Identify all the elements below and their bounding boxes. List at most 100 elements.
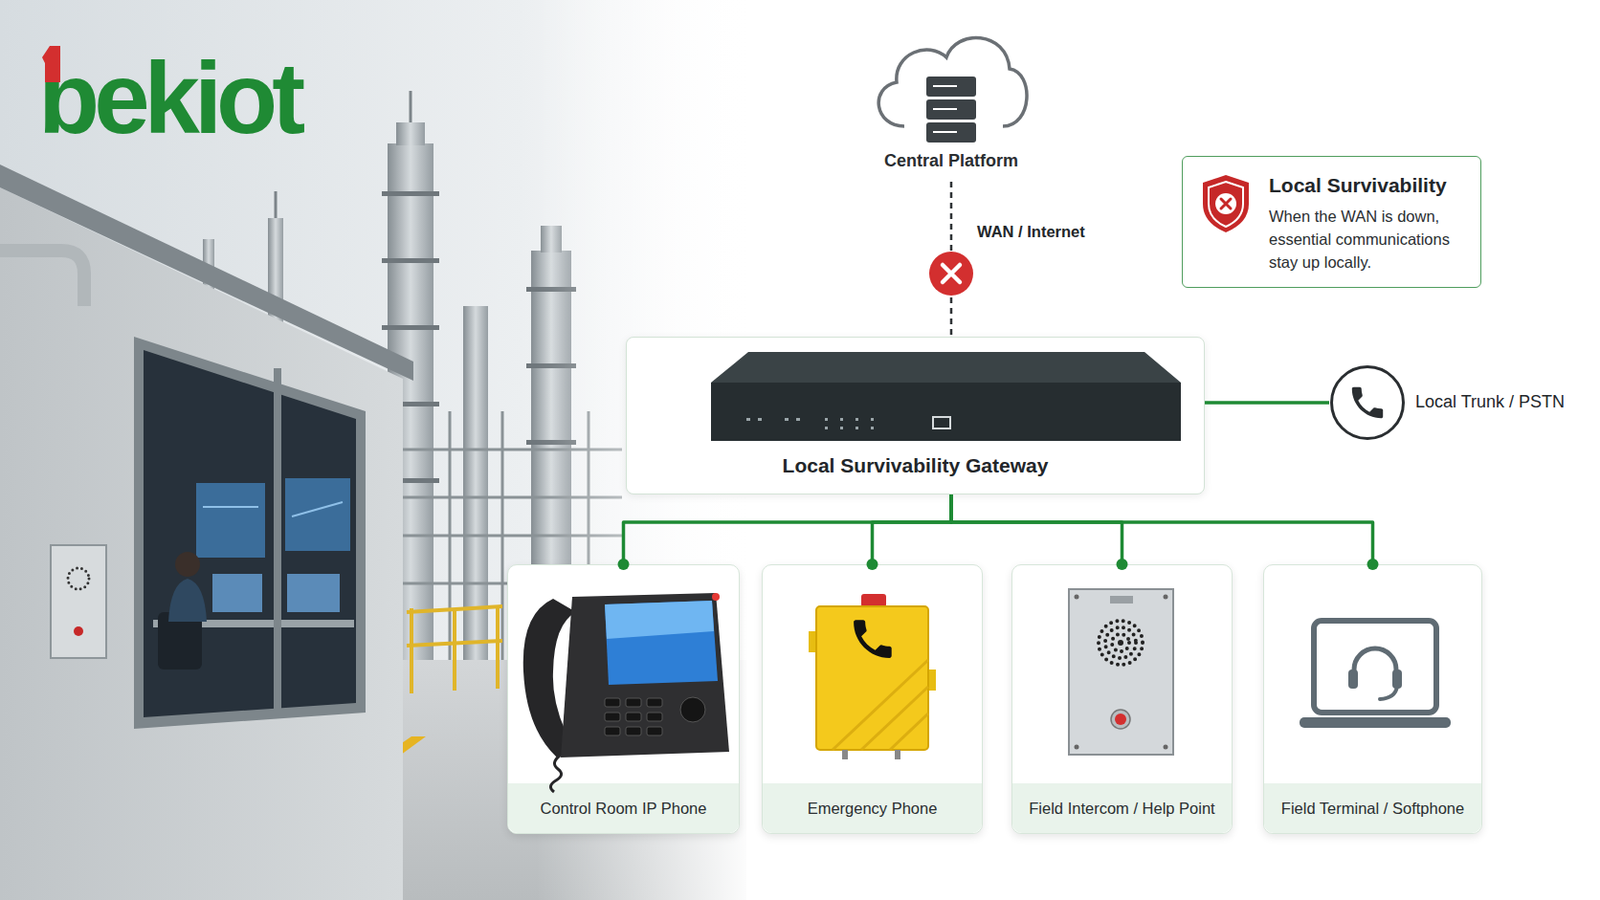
edge-label: WAN / Internet [977, 222, 1086, 242]
logo-accent [42, 45, 61, 83]
rack-post [448, 411, 452, 670]
shield-cross [1221, 199, 1231, 209]
led [824, 418, 828, 422]
tower-platform [381, 325, 440, 331]
emergency-handset-icon [853, 620, 892, 659]
gateway-box: Local Survivability Gateway [625, 336, 1205, 495]
led [824, 426, 828, 430]
connector [950, 181, 954, 337]
trunk-node: Local Trunk / PSTN [1329, 364, 1586, 442]
screw [1163, 745, 1169, 751]
mount-tab [808, 631, 819, 653]
rack-post [501, 411, 505, 670]
phone-handset-icon [1352, 387, 1383, 419]
device-label: Field Terminal / Softphone [1264, 783, 1482, 834]
server-slot [933, 108, 957, 111]
led [870, 418, 874, 422]
key [646, 698, 663, 708]
video-wall [196, 483, 266, 558]
screen-trace [291, 502, 343, 517]
tower-platform [381, 258, 440, 264]
device-card: Emergency Phone [761, 564, 983, 835]
led [855, 418, 859, 422]
rail-post [495, 606, 500, 689]
rail-post [452, 608, 457, 691]
handset-cord [550, 755, 561, 793]
gateway-leds [746, 418, 874, 430]
cloud-node: Central Platform [874, 21, 1028, 182]
connector [951, 494, 1374, 565]
monitor [287, 574, 340, 613]
device-label: Field Intercom / Help Point [1012, 783, 1232, 834]
gateway-label: Local Survivability Gateway [626, 454, 1204, 478]
connector-dot [866, 558, 879, 571]
ip-phone-keypad [604, 697, 706, 736]
key [604, 727, 621, 736]
antenna [409, 90, 413, 123]
ip-phone-led [711, 593, 720, 601]
connector [623, 494, 953, 565]
gateway-top [711, 352, 1181, 383]
operator [168, 578, 207, 623]
device-card: Field Intercom / Help Point [1011, 564, 1233, 835]
key [625, 727, 642, 736]
cloud-outline [878, 37, 1027, 127]
link-down-mark [929, 251, 974, 296]
device-label: Control Room IP Phone [508, 783, 739, 834]
headset-earcup [1392, 669, 1402, 689]
key [646, 727, 663, 736]
key [604, 698, 621, 708]
shield-icon [1202, 175, 1249, 233]
connector [872, 494, 953, 565]
callout-box: Local SurvivabilityWhen the WAN is down,… [1181, 155, 1482, 289]
speaker-ring [1098, 621, 1143, 666]
led [757, 418, 762, 422]
operator-head [175, 552, 200, 578]
headset-mic [1379, 687, 1398, 700]
ip-phone-screen-sky [604, 600, 714, 640]
node-title: Central Platform [855, 151, 1047, 172]
connector [1204, 400, 1330, 405]
server-unit [926, 99, 977, 120]
video-wall [285, 478, 351, 552]
laptop-screen [1313, 621, 1437, 713]
led [746, 418, 751, 422]
nav-key [680, 697, 706, 723]
emergency-phone-box [816, 606, 929, 751]
shield-badge [1215, 193, 1237, 215]
rail-post [409, 608, 414, 694]
trunk-label: Local Trunk / PSTN [1415, 392, 1565, 413]
ip-phone-body [560, 593, 730, 758]
intercom-button [73, 626, 84, 637]
intercom-camera [1110, 596, 1134, 604]
brand-logo: bekiot [38, 47, 300, 149]
speaker-ring [1111, 634, 1130, 652]
antenna [274, 191, 278, 219]
led [840, 418, 844, 422]
box-ribs [832, 660, 929, 751]
gland [842, 750, 848, 760]
led [855, 426, 859, 430]
headset-band [1354, 648, 1397, 682]
roof-pipe [0, 250, 85, 307]
intercom-panel [1068, 589, 1174, 756]
device-card: Field Terminal / Softphone [1263, 564, 1483, 835]
gland [894, 750, 901, 760]
key [604, 712, 621, 722]
led [840, 426, 844, 430]
led [784, 418, 789, 422]
ip-phone-handset [523, 599, 577, 758]
mount-tab [926, 669, 936, 691]
device-card: Control Room IP Phone [507, 564, 740, 835]
shield-inner [1208, 181, 1244, 227]
column [463, 306, 489, 680]
speaker-ring [1105, 627, 1136, 659]
intercom-speaker [67, 568, 89, 590]
trunk-circle-frame [1329, 364, 1406, 442]
gateway-front [711, 382, 1181, 442]
screw [1163, 595, 1169, 600]
railing [406, 606, 503, 694]
